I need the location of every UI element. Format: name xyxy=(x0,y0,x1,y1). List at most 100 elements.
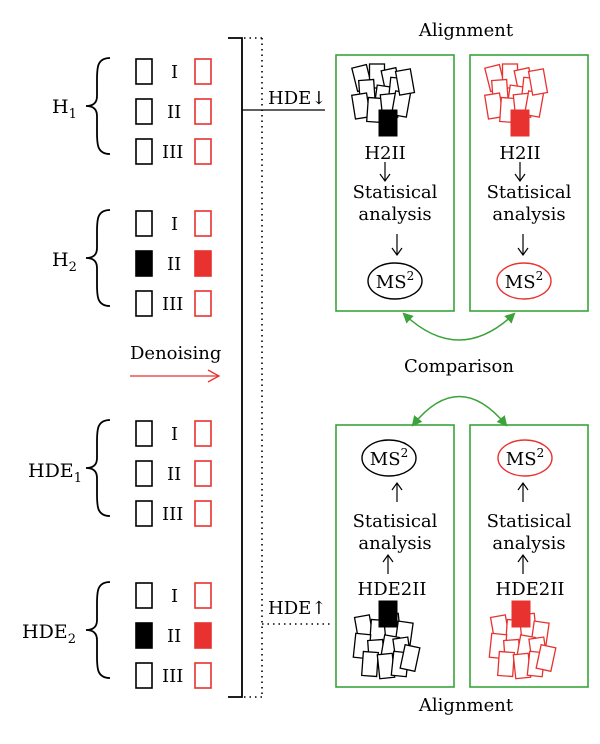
brace-hde2 xyxy=(85,581,111,679)
panel-top-red xyxy=(469,54,589,312)
arrow-up-red-1 xyxy=(517,481,529,502)
aligned-spectrum xyxy=(511,600,531,628)
sample-box-red xyxy=(194,98,212,125)
comparison-label: Comparison xyxy=(404,356,514,377)
sample-box-red xyxy=(194,290,212,317)
ms2-oval-bottom-black xyxy=(361,439,417,477)
alignment-spectrum xyxy=(399,643,421,673)
hde2ii-label-black: HDE2II xyxy=(358,579,427,600)
arrow-up-black-2 xyxy=(382,553,394,574)
brace-h2 xyxy=(85,209,111,307)
alignment-spectrum xyxy=(496,650,516,678)
replicate-label: III xyxy=(162,294,183,315)
alignment-stacks xyxy=(350,63,557,680)
aligned-spectrum xyxy=(378,109,398,137)
stat-line2-bottom-black: analysis xyxy=(358,533,431,554)
stat-line2-top-black: analysis xyxy=(358,204,431,225)
ms2-oval-top-black xyxy=(367,262,423,300)
arrow-up-red-2 xyxy=(517,553,529,574)
arrow-down-black-1 xyxy=(379,162,391,183)
replicate-label: I xyxy=(171,62,178,83)
sample-box-red xyxy=(194,500,212,527)
replicate-label: I xyxy=(171,214,178,235)
comparison-arrow-top xyxy=(402,312,516,341)
sample-box-black xyxy=(135,622,153,649)
sample-box-red xyxy=(194,138,212,165)
sample-box-black xyxy=(135,500,153,527)
arrow-down-red-1 xyxy=(514,162,526,183)
sample-box-black xyxy=(135,98,153,125)
aligned-spectrum xyxy=(378,600,398,628)
replicate-label: II xyxy=(167,626,181,647)
sample-box-black xyxy=(135,250,153,277)
ms2-label-top-black: MS2 xyxy=(376,269,414,293)
sample-box-red xyxy=(194,250,212,277)
replicate-label: I xyxy=(171,586,178,607)
group-bracket xyxy=(228,37,243,698)
ms2-label-top-red: MS2 xyxy=(505,269,543,293)
replicate-label: III xyxy=(162,666,183,687)
sample-box-black xyxy=(135,58,153,85)
ms2-oval-top-red xyxy=(496,262,552,300)
sample-box-red xyxy=(194,582,212,609)
ms2-label-bottom-black: MS2 xyxy=(370,446,408,470)
sample-box-red xyxy=(194,622,212,649)
sample-box-black xyxy=(135,582,153,609)
brace-h1 xyxy=(85,57,111,155)
panel-bottom-red xyxy=(469,424,589,688)
sample-box-black xyxy=(135,138,153,165)
hde-down-label: HDE↓ xyxy=(268,88,326,109)
alignment-title-bottom: Alignment xyxy=(418,695,514,716)
replicate-label: II xyxy=(167,102,181,123)
sample-box-black xyxy=(135,460,153,487)
comparison-arrow-bottom xyxy=(411,395,508,427)
alignment-spectrum xyxy=(535,643,557,673)
alignment-spectrum xyxy=(527,68,549,96)
stat-line1-top-red: Statisical xyxy=(487,182,572,203)
sample-box-red xyxy=(194,460,212,487)
stat-line2-top-red: analysis xyxy=(492,204,565,225)
group-label-hde2: HDE2 xyxy=(22,621,76,647)
denoising-arrow xyxy=(130,369,221,383)
brace-hde1 xyxy=(85,419,111,517)
h2ii-label-red: H2II xyxy=(499,143,540,164)
replicate-label: I xyxy=(171,424,178,445)
arrow-down-black-2 xyxy=(391,234,403,257)
replicate-label: II xyxy=(167,464,181,485)
ms2-oval-bottom-red xyxy=(497,439,553,477)
arrow-up-black-1 xyxy=(391,481,403,502)
stat-line2-bottom-red: analysis xyxy=(492,533,565,554)
ms2-label-bottom-red: MS2 xyxy=(506,446,544,470)
sample-box-red xyxy=(194,420,212,447)
replicate-label: III xyxy=(162,504,183,525)
group-label-hde1: HDE1 xyxy=(28,460,82,486)
denoising-label: Denoising xyxy=(130,343,221,364)
hde-up-label: HDE↑ xyxy=(268,598,326,619)
group-label-h1: H1 xyxy=(52,96,77,122)
stat-line1-bottom-black: Statisical xyxy=(353,511,438,532)
sample-box-black xyxy=(135,290,153,317)
sample-box-red xyxy=(194,662,212,689)
sample-box-red xyxy=(194,58,212,85)
sample-box-red xyxy=(194,210,212,237)
h2ii-label-black: H2II xyxy=(364,143,405,164)
sample-box-black xyxy=(135,420,153,447)
aligned-spectrum xyxy=(510,109,530,137)
alignment-spectrum xyxy=(394,68,416,96)
panel-top-black xyxy=(335,54,455,312)
stat-line1-bottom-red: Statisical xyxy=(487,511,572,532)
sample-box-black xyxy=(135,210,153,237)
replicate-label: III xyxy=(162,142,183,163)
panel-bottom-black xyxy=(335,424,455,688)
sample-box-black xyxy=(135,662,153,689)
alignment-title-top: Alignment xyxy=(418,20,514,41)
group-label-h2: H2 xyxy=(52,249,77,275)
dotted-bracket-caps xyxy=(244,37,262,698)
replicate-label: II xyxy=(167,254,181,275)
alignment-spectrum xyxy=(360,650,380,678)
stat-line1-top-black: Statisical xyxy=(353,182,438,203)
hde2ii-label-red: HDE2II xyxy=(496,579,565,600)
arrow-down-red-2 xyxy=(517,234,529,257)
